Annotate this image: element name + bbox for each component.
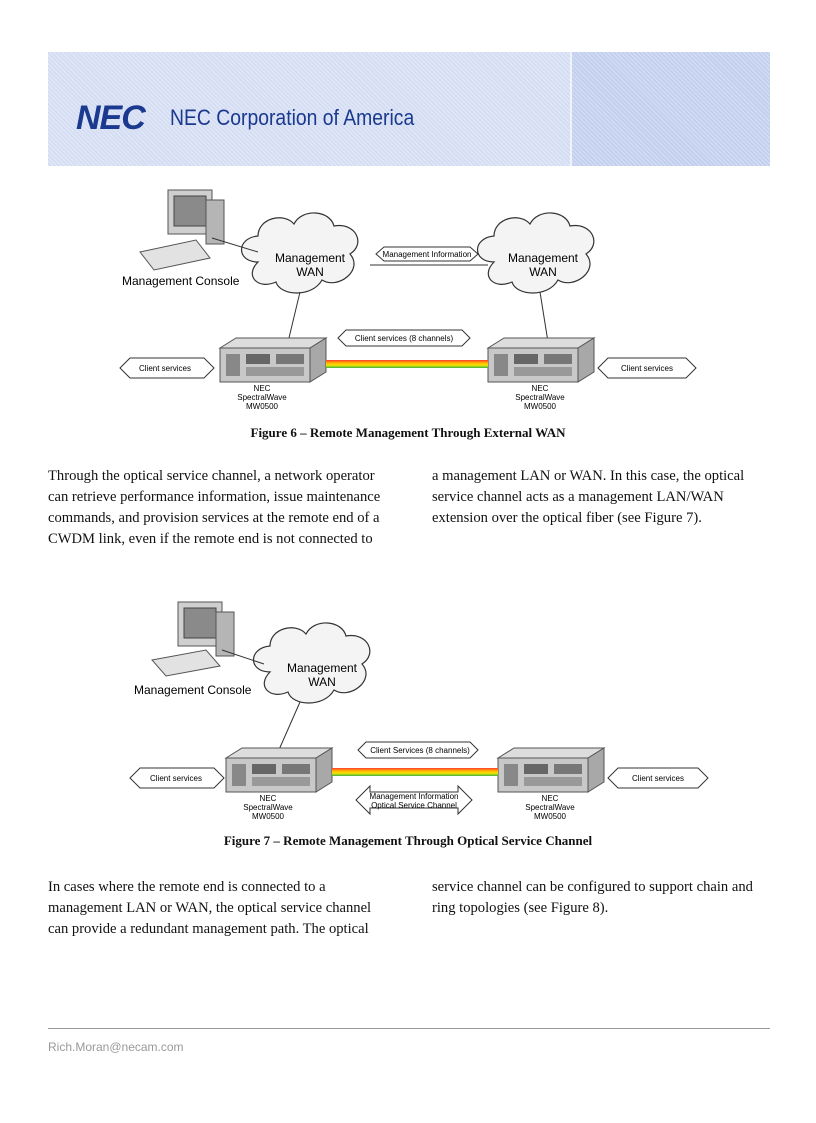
device-left-icon xyxy=(224,747,334,793)
device-left-line2: SpectralWave xyxy=(243,803,293,812)
client-services-right-label: Client services xyxy=(632,774,684,783)
cloud-left xyxy=(241,212,359,294)
device-left-line1: NEC xyxy=(260,794,277,803)
cloud-device-link xyxy=(277,701,301,753)
paragraph-1-right: a management LAN or WAN. In this case, t… xyxy=(432,468,745,526)
device-right-line3: MW0500 xyxy=(534,812,567,821)
paragraph-2-left: In cases where the remote end is connect… xyxy=(48,879,372,937)
optical-fiber-beam xyxy=(326,360,488,368)
client-services-left-label: Client services xyxy=(150,774,202,783)
header-banner-right xyxy=(572,52,770,166)
footer-email[interactable]: Rich.Moran@necam.com xyxy=(48,1040,184,1054)
cloud-right-line2: WAN xyxy=(529,265,557,279)
device-right-line2: SpectralWave xyxy=(525,803,575,812)
device-right-icon xyxy=(496,747,606,793)
client-channels-arrow xyxy=(357,741,479,759)
company-name: NEC Corporation of America xyxy=(170,105,415,130)
mgmt-info-arrow xyxy=(375,246,479,262)
osc-arrow xyxy=(355,784,473,816)
client-channels-label: Client Services (8 channels) xyxy=(370,746,470,755)
cloud-right-line1: Management xyxy=(508,251,579,265)
figure-7-diagram: Management Console Management WAN Client… xyxy=(129,601,709,821)
device-left-line3: MW0500 xyxy=(246,402,279,411)
cloud-right xyxy=(477,212,595,294)
client-services-right-arrow xyxy=(597,357,697,379)
figure-6-diagram: Management Console Management WAN Manage… xyxy=(119,189,697,411)
client-services-right-label: Client services xyxy=(621,364,673,373)
device-right-line3: MW0500 xyxy=(524,402,557,411)
osc-label-line1: Management Information xyxy=(370,792,459,801)
cloud xyxy=(253,622,371,704)
device-right-line1: NEC xyxy=(542,794,559,803)
cloud-left-device-link xyxy=(287,291,301,343)
cloud-line2: WAN xyxy=(308,675,336,689)
nec-logo: NEC xyxy=(76,99,146,137)
device-left-line1: NEC xyxy=(254,384,271,393)
device-left-line3: MW0500 xyxy=(252,812,285,821)
computer-icon xyxy=(139,189,225,271)
figure-6-caption: Figure 6 – Remote Management Through Ext… xyxy=(250,425,566,440)
device-left-icon xyxy=(218,337,328,383)
footer-rule xyxy=(48,1028,770,1029)
cloud-left-line2: WAN xyxy=(296,265,324,279)
client-services-left-label: Client services xyxy=(139,364,191,373)
device-left-line2: SpectralWave xyxy=(237,393,287,402)
paragraph-1-left: Through the optical service channel, a n… xyxy=(48,468,381,547)
console-link xyxy=(211,237,259,253)
client-services-left-arrow xyxy=(129,767,225,789)
paragraph-2-right: service channel can be configured to sup… xyxy=(432,879,753,916)
cloud-line1: Management xyxy=(287,661,358,675)
client-channels-arrow xyxy=(337,329,471,347)
header-separator xyxy=(570,52,572,166)
cloud-left-line1: Management xyxy=(275,251,346,265)
device-right-line1: NEC xyxy=(532,384,549,393)
client-services-right-arrow xyxy=(607,767,709,789)
cloud-right-device-link xyxy=(539,291,549,343)
mgmt-info-label: Management Information xyxy=(383,250,472,259)
console-link xyxy=(221,649,265,665)
console-label: Management Console xyxy=(134,683,252,697)
device-right-icon xyxy=(486,337,596,383)
optical-fiber-beam xyxy=(332,768,498,776)
console-label: Management Console xyxy=(122,274,240,288)
figure-7-caption: Figure 7 – Remote Management Through Opt… xyxy=(223,833,593,848)
osc-label-line2: Optical Service Channel xyxy=(371,801,457,810)
computer-icon xyxy=(151,601,235,677)
client-channels-label: Client services (8 channels) xyxy=(355,334,454,343)
device-right-line2: SpectralWave xyxy=(515,393,565,402)
client-services-left-arrow xyxy=(119,357,215,379)
